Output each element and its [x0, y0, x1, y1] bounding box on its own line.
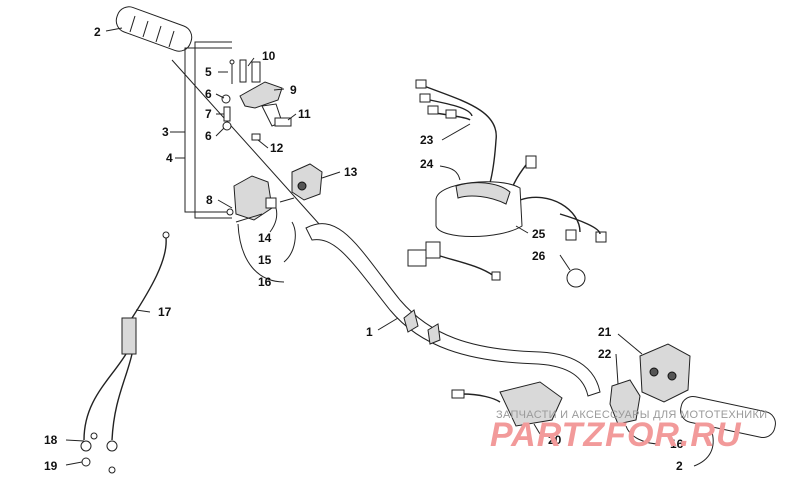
label-19: 19 [44, 459, 58, 473]
label-13: 13 [344, 165, 358, 179]
left-grip [115, 6, 193, 52]
handlebar-pad [435, 181, 523, 237]
label-21: 21 [598, 325, 612, 339]
label-24: 24 [420, 157, 434, 171]
label-8: 8 [206, 193, 213, 207]
throttle-lever-assembly [221, 59, 292, 141]
handlebar-tube [305, 223, 601, 397]
label-16-right: 16 [670, 437, 684, 451]
label-10: 10 [262, 49, 276, 63]
label-6-upper: 6 [205, 87, 212, 101]
label-4: 4 [166, 151, 173, 165]
label-23: 23 [420, 133, 434, 147]
label-2-top: 2 [94, 25, 101, 39]
label-7: 7 [205, 107, 212, 121]
leader-lines [65, 27, 714, 467]
label-3: 3 [162, 125, 169, 139]
watermark: ЗАПЧАСТИ И АКСЕССУАРЫ ДЛЯ МОТОТЕХНИКИ PA… [490, 409, 767, 454]
label-22: 22 [598, 347, 612, 361]
label-6-lower: 6 [205, 129, 212, 143]
axis-line [171, 59, 321, 226]
lever-20 [451, 381, 563, 427]
label-15: 15 [258, 253, 272, 267]
label-12: 12 [270, 141, 284, 155]
right-grip [680, 396, 776, 438]
left-switch-housing [226, 163, 323, 223]
label-14: 14 [258, 231, 272, 245]
clip-26 [566, 268, 586, 288]
label-1: 1 [366, 325, 373, 339]
label-18: 18 [44, 433, 58, 447]
label-17: 17 [158, 305, 172, 319]
bracket-3-4 [170, 41, 232, 219]
label-5: 5 [205, 65, 212, 79]
watermark-brand: PARTZFOR.RU [490, 416, 742, 454]
label-26: 26 [532, 249, 546, 263]
label-11: 11 [298, 107, 311, 121]
label-16-left: 16 [258, 275, 272, 289]
label-9: 9 [290, 83, 297, 97]
label-2-bottom: 2 [676, 459, 683, 473]
label-25: 25 [532, 227, 546, 241]
wiring-harness [407, 79, 607, 281]
throttle-cable [80, 231, 170, 474]
part-labels: 2 10 5 9 6 7 11 3 6 12 4 13 8 14 15 16 1… [44, 25, 684, 473]
label-20: 20 [548, 433, 562, 447]
watermark-caption: ЗАПЧАСТИ И АКСЕССУАРЫ ДЛЯ МОТОТЕХНИКИ [496, 409, 767, 421]
right-switch-housing [609, 343, 691, 425]
